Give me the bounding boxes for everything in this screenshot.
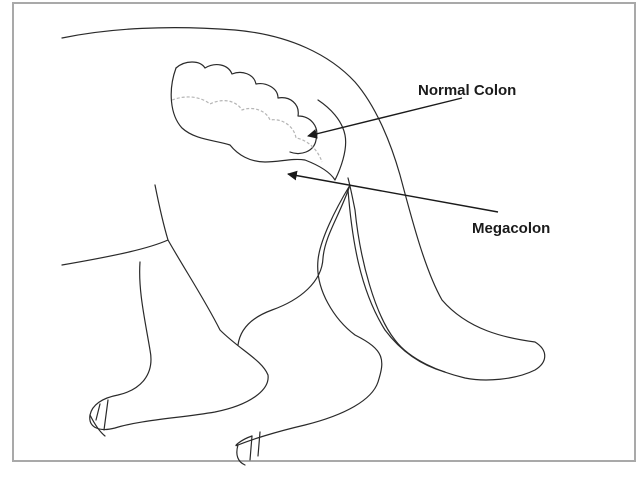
back-outline: [62, 28, 545, 380]
normal-colon-label: Normal Colon: [418, 82, 516, 99]
tail-inner: [348, 190, 445, 372]
belly-outline: [62, 185, 168, 265]
normal-colon: [176, 62, 317, 154]
megacolon: [171, 68, 345, 180]
megacolon-label: Megacolon: [472, 220, 550, 237]
normal-colon-dotted: [172, 97, 322, 162]
hind-paw-front: [90, 400, 108, 436]
megacolon-arrow: [288, 174, 498, 212]
hind-leg-back: [236, 185, 382, 446]
normal-colon-arrow: [308, 98, 462, 136]
